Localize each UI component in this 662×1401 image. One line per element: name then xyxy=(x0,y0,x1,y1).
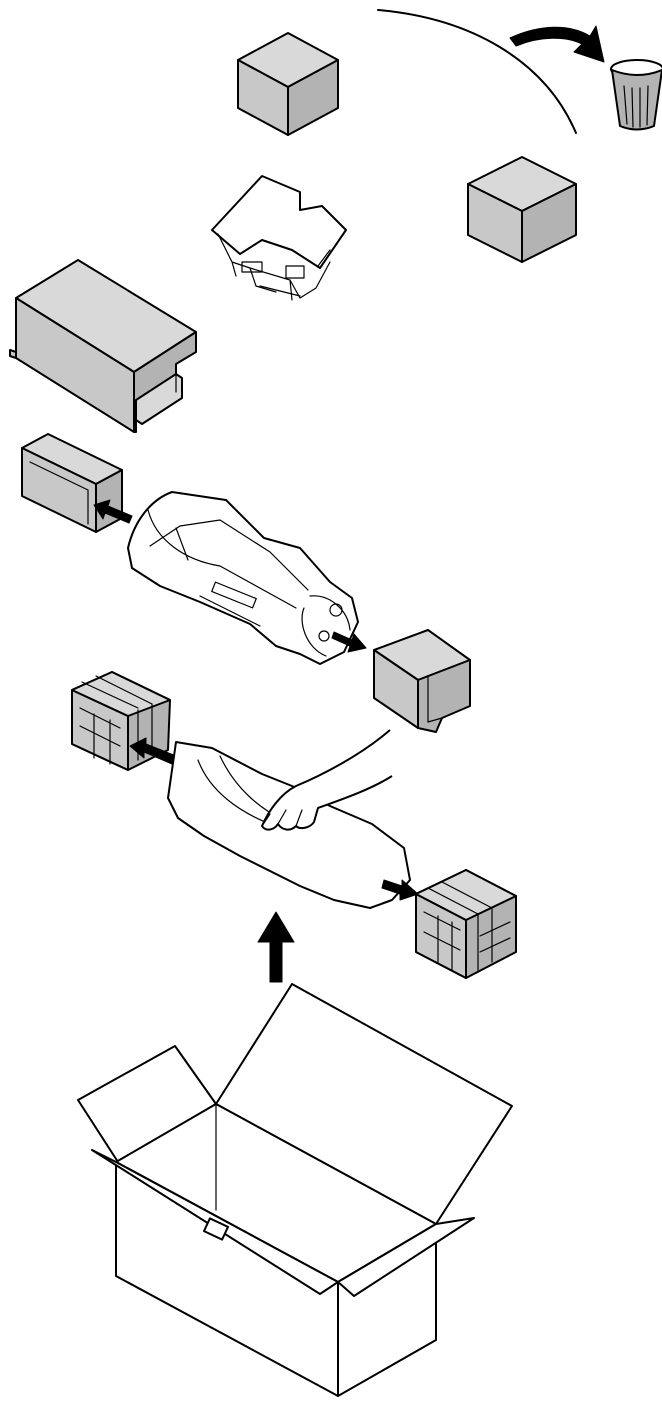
end-cap-right xyxy=(373,629,471,733)
trash-can-icon xyxy=(610,59,662,131)
cardboard-insert xyxy=(9,259,197,433)
arrow-icon xyxy=(93,499,133,524)
hand-icon xyxy=(261,729,393,831)
open-cardboard-box xyxy=(77,983,513,1397)
mechanism-unit xyxy=(211,175,347,301)
end-cap-left xyxy=(21,433,123,533)
curved-arrow-icon xyxy=(509,25,605,63)
discard-arc xyxy=(377,9,577,134)
arrow-icon xyxy=(381,879,419,901)
toner-cartridge-bagged xyxy=(127,491,359,665)
foam-block-right xyxy=(415,869,517,979)
small-box-top xyxy=(237,32,339,136)
arrow-icon xyxy=(257,911,295,983)
arrow-icon xyxy=(331,631,367,653)
discard-group xyxy=(377,9,662,134)
small-box-right xyxy=(467,156,577,263)
